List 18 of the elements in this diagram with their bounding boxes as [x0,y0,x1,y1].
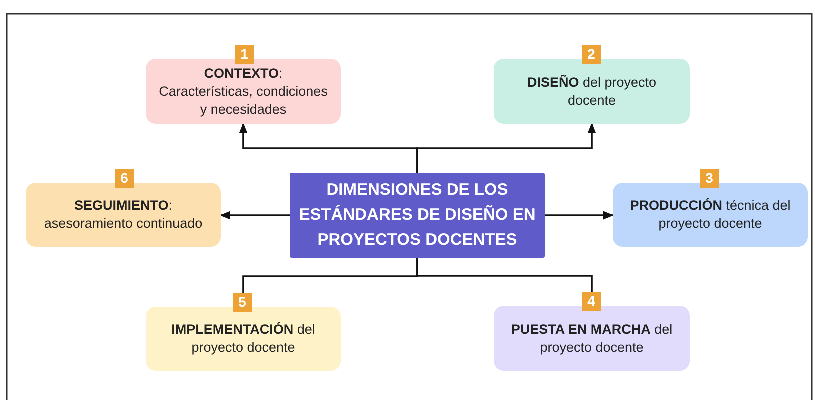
central-topic-box: DIMENSIONES DE LOS ESTÁNDARES DE DISEÑO EN PROYECTOS DOCENTES [290,173,545,258]
card-text: Características, condiciones y necesidades [158,82,329,118]
card-text: PUESTA EN MARCHA del proyecto docente [510,320,674,356]
card-text: IMPLEMENTACIÓN del proyecto docente [170,321,316,357]
step-number-badge: 2 [582,45,601,64]
card-text: asesoramiento continuado [44,215,203,233]
step-number-badge: 5 [233,293,252,312]
card-text: SEGUIMIENTO: [74,197,173,215]
step-number-badge: 4 [582,292,601,311]
step-number-badge: 6 [115,169,134,188]
step-number-badge: 1 [235,45,254,64]
connector-arrow [416,122,596,173]
card-text: CONTEXTO: [204,64,283,82]
card-text: DISEÑO del proyecto docente [526,74,658,110]
connector-arrow [545,211,614,220]
connector-arrow [220,211,290,220]
card-text: PRODUCCIÓN técnica del proyecto docente [629,197,792,233]
step-number-badge: 3 [700,169,719,188]
